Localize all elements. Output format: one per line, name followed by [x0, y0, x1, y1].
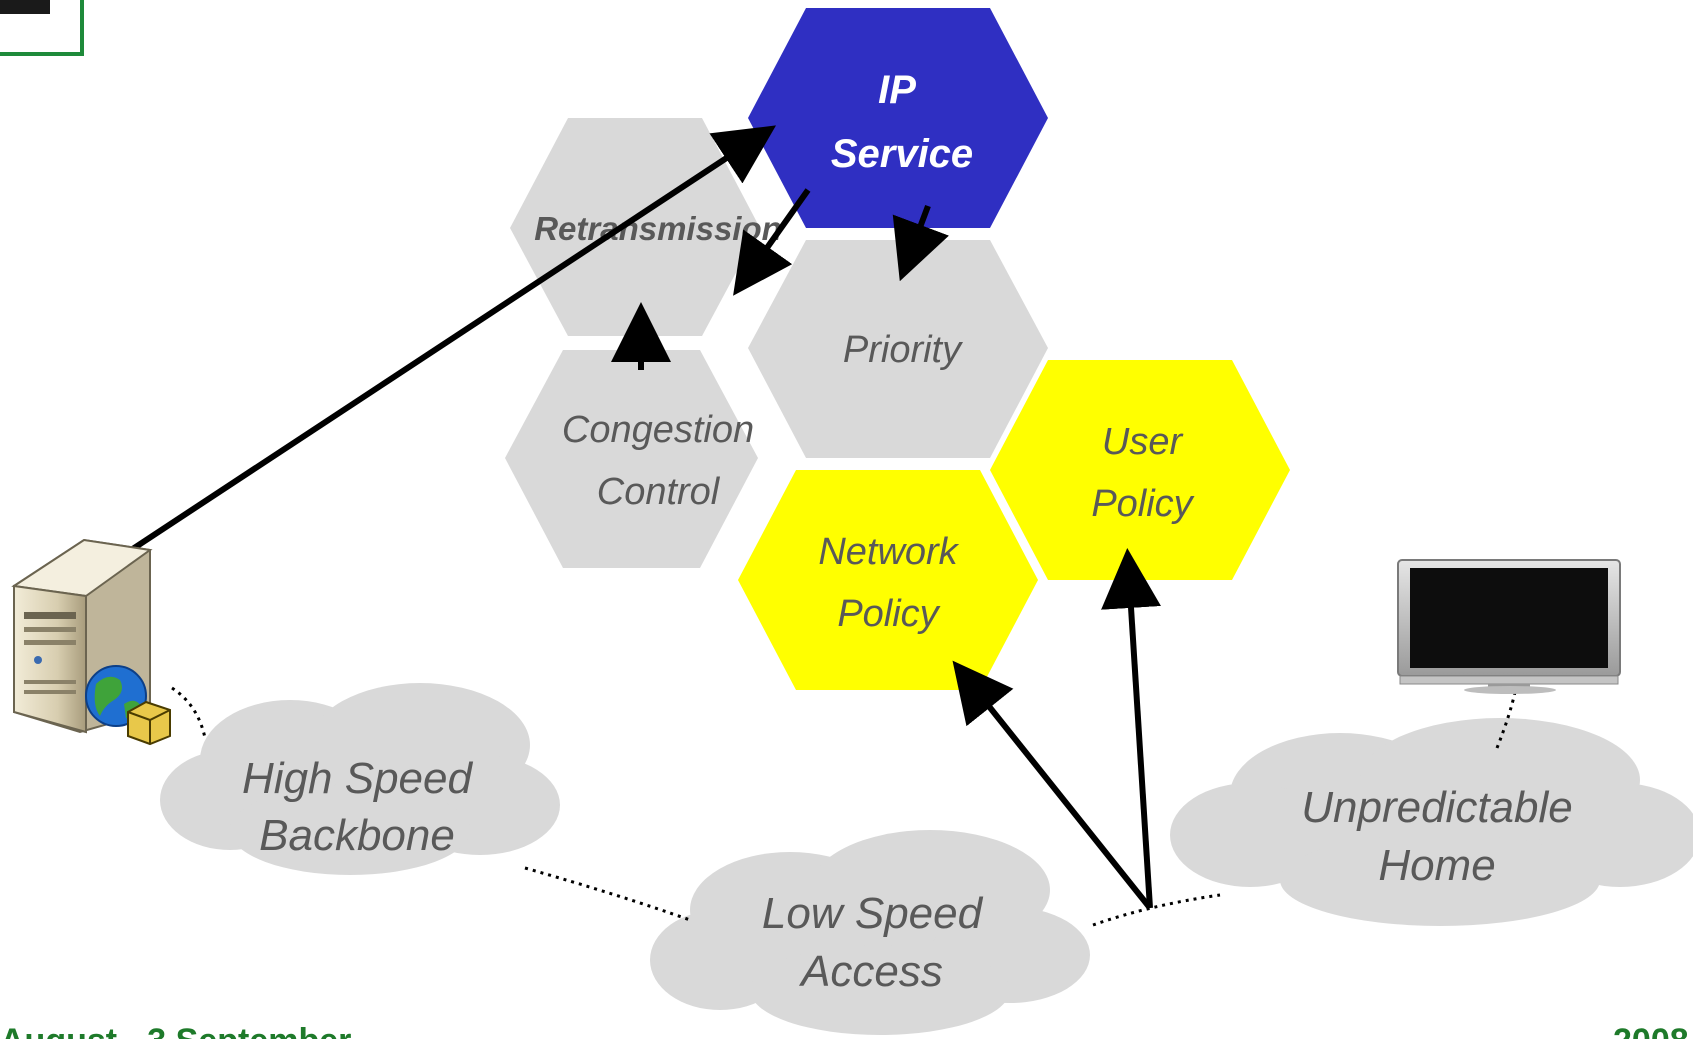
network-policy-label-line1: Network: [818, 531, 959, 573]
link-access-to-home: [1092, 893, 1221, 927]
slide-logo-fragment: [0, 0, 50, 14]
cloud-label-backbone: Backbone: [259, 811, 455, 860]
cloud-label-access: Access: [798, 947, 943, 996]
priority-label: Priority: [843, 329, 963, 371]
link-server-to-backbone: [171, 686, 207, 739]
cloud-label-unpredictable: Unpredictable: [1301, 783, 1573, 832]
dotted-links: [171, 686, 1517, 927]
ip-service-label-line2: Service: [831, 132, 973, 176]
hex-priority: [748, 240, 1048, 458]
server-with-globe-icon: [11, 538, 171, 746]
footer-year-right: 2008: [1613, 1022, 1689, 1039]
retransmission-label: Retransmission: [534, 210, 782, 247]
cloud-high-speed-backbone: [160, 683, 560, 875]
arrow-ip-service-to-priority: [892, 204, 949, 282]
congestion-control-label-line2: Control: [597, 471, 721, 513]
arrow-access-to-user-policy: [1101, 548, 1161, 909]
network-policy-label-line2: Policy: [837, 593, 940, 635]
footer-date-left: August - 3 September: [0, 1022, 351, 1039]
congestion-control-label-line1: Congestion: [562, 409, 754, 451]
cloud-label-high-speed: High Speed: [242, 754, 473, 803]
hex-network-policy: [738, 470, 1038, 690]
arrow-ip-service-to-retransmission: [733, 188, 811, 296]
link-backbone-to-access: [524, 866, 691, 922]
hex-retransmission: [510, 118, 760, 336]
cloud-label-low-speed: Low Speed: [762, 889, 984, 938]
cloud-low-speed-access: [650, 830, 1090, 1035]
hex-user-policy: [990, 360, 1290, 580]
user-policy-label-line1: User: [1102, 421, 1184, 463]
arrows: [126, 125, 1161, 910]
cloud-label-home: Home: [1378, 841, 1495, 890]
link-tv-to-home: [1495, 691, 1517, 749]
arrow-access-to-network-policy: [952, 660, 1153, 910]
cloud-unpredictable-home: [1170, 718, 1693, 926]
hex-congestion-control: [505, 350, 758, 568]
user-policy-label-line2: Policy: [1091, 483, 1194, 525]
slide-frame-corner: [0, 0, 84, 56]
flat-panel-tv-icon: [1397, 559, 1621, 694]
hex-ip-service: [748, 8, 1048, 228]
ip-service-label-line1: IP: [878, 68, 916, 112]
arrow-server-to-ip-service: [126, 125, 777, 555]
